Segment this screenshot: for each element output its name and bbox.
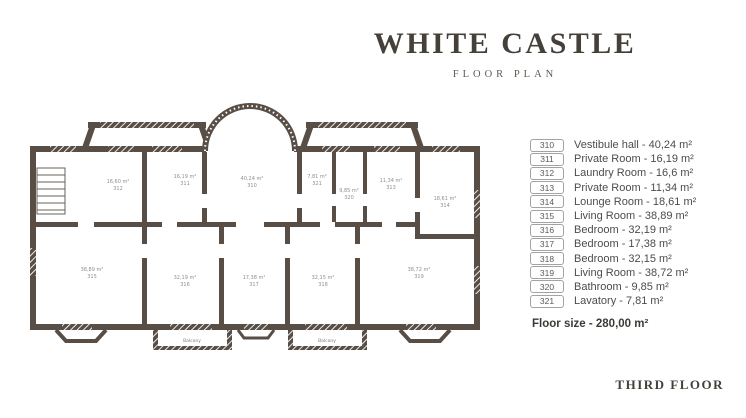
- room-label: Bedroom - 17,38 m²: [574, 238, 672, 251]
- room-label: Living Room - 38,89 m²: [574, 210, 689, 223]
- room-label: Vestibule hall - 40,24 m²: [574, 139, 693, 152]
- room-number-badge: 314: [530, 195, 564, 209]
- floor-label: THIRD FLOOR: [615, 377, 724, 392]
- legend-row: 311 Private Room - 16,19 m²: [530, 152, 735, 166]
- floor-size: Floor size - 280,00 m²: [532, 318, 649, 331]
- window-segments: [30, 146, 480, 330]
- room-label: Laundry Room - 16,6 m²: [574, 167, 694, 180]
- room-label: Private Room - 11,34 m²: [574, 181, 694, 194]
- legend-row: 319 Living Room - 38,72 m²: [530, 266, 735, 280]
- room-number-badge: 317: [530, 237, 564, 251]
- legend-row: 313 Private Room - 11,34 m²: [530, 181, 735, 195]
- room-number-badge: 313: [530, 181, 564, 195]
- room-number-badge: 319: [530, 266, 564, 280]
- entrance-bay: [202, 103, 298, 153]
- legend-row: 320 Bathroom - 9,85 m²: [530, 280, 735, 294]
- legend-row: 312 Laundry Room - 16,6 m²: [530, 166, 735, 180]
- room-number-badge: 320: [530, 280, 564, 294]
- legend-row: 321 Lavatory - 7,81 m²: [530, 294, 735, 308]
- legend-row: 310 Vestibule hall - 40,24 m²: [530, 138, 735, 152]
- room-label: Bedroom - 32,15 m²: [574, 252, 672, 265]
- room-number-badge: 318: [530, 252, 564, 266]
- interior-walls: [30, 152, 480, 324]
- room-number-badge: 312: [530, 166, 564, 180]
- room-number-badge: 310: [530, 138, 564, 152]
- legend-row: 316 Bedroom - 32,19 m²: [530, 223, 735, 237]
- room-label: Bedroom - 32,19 m²: [574, 224, 672, 237]
- room-label: Bathroom - 9,85 m²: [574, 280, 669, 293]
- room-legend: 310 Vestibule hall - 40,24 m² 311 Privat…: [530, 138, 735, 330]
- page-subtitle: FLOOR PLAN: [452, 69, 558, 80]
- door-openings: [78, 194, 420, 258]
- legend-row: 318 Bedroom - 32,15 m²: [530, 252, 735, 266]
- outer-walls: [30, 146, 480, 330]
- page-title: WHITE CASTLE: [373, 27, 637, 60]
- balcony-labels: Balcony Balcony: [183, 338, 336, 344]
- balcony-label: Balcony: [183, 338, 201, 344]
- title-block: WHITE CASTLE FLOOR PLAN: [318, 27, 692, 80]
- room-number-badge: 321: [530, 294, 564, 308]
- balcony-label: Balcony: [318, 338, 336, 344]
- room-label: Lavatory - 7,81 m²: [574, 295, 664, 308]
- room-number-badge: 311: [530, 152, 564, 166]
- top-wings: [82, 122, 424, 149]
- bay-windows: [54, 328, 452, 343]
- room-number-badge: 315: [530, 209, 564, 223]
- room-label: Private Room - 16,19 m²: [574, 153, 694, 166]
- legend-rows: 310 Vestibule hall - 40,24 m² 311 Privat…: [530, 138, 735, 308]
- room-number-badge: 316: [530, 223, 564, 237]
- room-label: Living Room - 38,72 m²: [574, 266, 689, 279]
- room-label: Lounge Room - 18,61 m²: [574, 195, 697, 208]
- legend-row: 317 Bedroom - 17,38 m²: [530, 237, 735, 251]
- legend-row: 315 Living Room - 38,89 m²: [530, 209, 735, 223]
- legend-row: 314 Lounge Room - 18,61 m²: [530, 195, 735, 209]
- staircase: [36, 167, 66, 215]
- balconies: [153, 330, 367, 350]
